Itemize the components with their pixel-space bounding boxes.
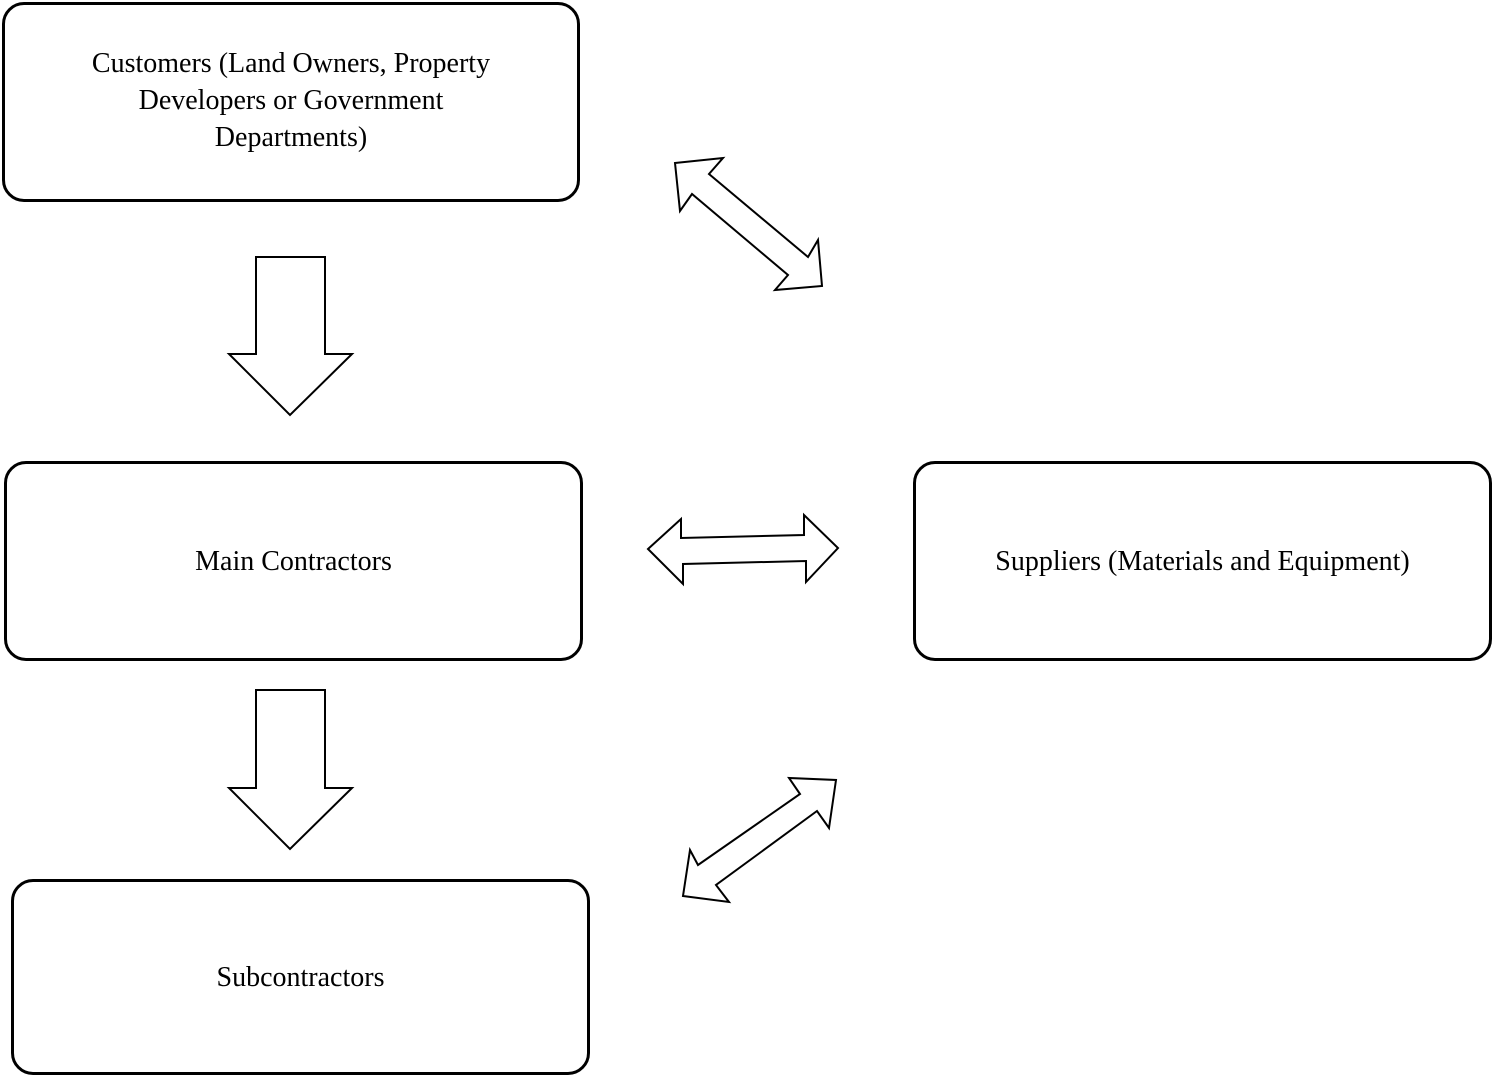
arrow-subcontractors-suppliers	[681, 776, 838, 904]
suppliers-box: Suppliers (Materials and Equipment)	[913, 461, 1492, 661]
arrow-customers-suppliers	[673, 156, 824, 292]
customers-label: Customers (Land Owners, Property Develop…	[91, 47, 491, 153]
subcontractors-label: Subcontractors	[216, 961, 385, 993]
subcontractors-box: Subcontractors	[11, 879, 590, 1075]
customers-box: Customers (Land Owners, Property Develop…	[2, 2, 580, 202]
main-contractors-box: Main Contractors	[4, 461, 583, 661]
arrow-main-contractors-to-subcontractors	[226, 689, 355, 851]
arrow-main-contractors-suppliers	[646, 512, 840, 587]
suppliers-label: Suppliers (Materials and Equipment)	[995, 545, 1410, 577]
main-contractors-label: Main Contractors	[195, 545, 392, 577]
arrow-customers-to-main-contractors	[226, 256, 355, 417]
